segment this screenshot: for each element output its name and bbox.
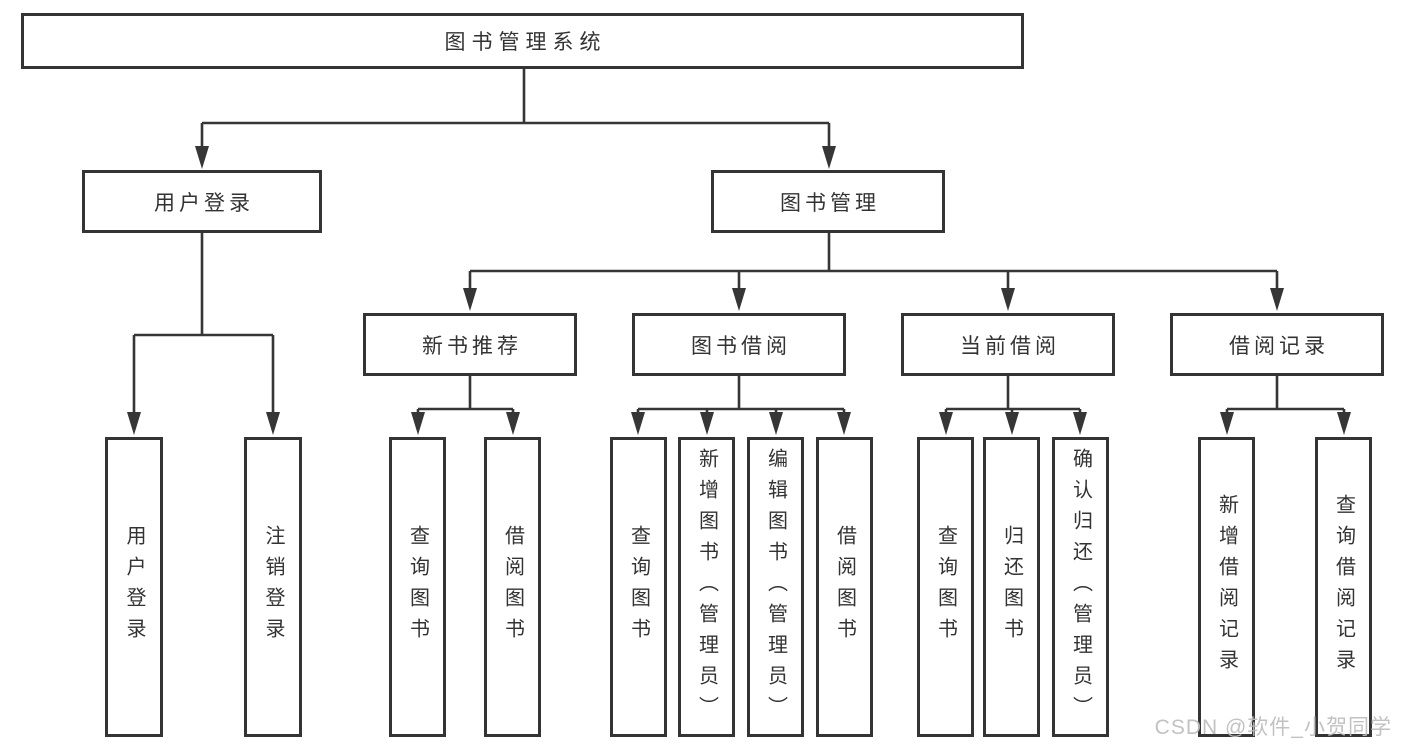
node-library-management-system: 图书管理系统 — [21, 13, 1024, 69]
node-label: 图书借阅 — [691, 334, 791, 358]
leaf-borrow-books-recommendation: 借阅图书 — [484, 437, 541, 737]
leaf-label: 归还图书 — [1000, 525, 1023, 649]
node-current-borrowing: 当前借阅 — [901, 313, 1115, 376]
arrowhead-icon — [769, 412, 783, 435]
leaf-edit-books-admin: 编辑图书（管理员） — [747, 437, 804, 737]
node-label: 用户登录 — [154, 191, 254, 215]
arrowhead-icon — [1001, 288, 1015, 311]
arrowhead-icon — [506, 412, 520, 435]
leaf-label: 新增借阅记录 — [1215, 494, 1238, 680]
leaf-label: 查询图书 — [406, 525, 429, 649]
leaf-add-borrow-record: 新增借阅记录 — [1198, 437, 1255, 737]
leaf-search-books-recommendation: 查询图书 — [389, 437, 446, 737]
leaf-search-books-borrowing: 查询图书 — [610, 437, 667, 737]
arrowhead-icon — [411, 412, 425, 435]
leaf-label: 查询借阅记录 — [1332, 494, 1355, 680]
arrowhead-icon — [266, 412, 280, 435]
arrowhead-icon — [463, 288, 477, 311]
arrowhead-icon — [700, 412, 714, 435]
leaf-label: 查询图书 — [934, 525, 957, 649]
connector-book-management-to-level3 — [463, 233, 1284, 311]
arrowhead-icon — [1270, 288, 1284, 311]
node-label: 图书管理 — [780, 191, 880, 215]
leaf-search-borrow-record: 查询借阅记录 — [1315, 437, 1372, 737]
connector-book-borrowing-branch — [631, 376, 851, 435]
arrowhead-icon — [127, 412, 141, 435]
node-label: 图书管理系统 — [444, 31, 607, 54]
leaf-label: 新增图书（管理员） — [695, 447, 718, 727]
leaf-logout: 注销登录 — [244, 437, 302, 737]
connector-user-login-branch — [127, 233, 280, 435]
leaf-label: 编辑图书（管理员） — [764, 447, 787, 727]
arrowhead-icon — [837, 412, 851, 435]
arrowhead-icon — [1073, 412, 1087, 435]
leaf-return-books: 归还图书 — [983, 437, 1040, 737]
node-label: 新书推荐 — [422, 334, 522, 358]
node-label: 借阅记录 — [1229, 334, 1329, 358]
connector-new-book-recommendation-branch — [411, 376, 520, 435]
leaf-add-books-admin: 新增图书（管理员） — [678, 437, 735, 737]
node-label: 当前借阅 — [960, 334, 1060, 358]
connector-current-borrowing-branch — [939, 376, 1087, 435]
arrowhead-icon — [1220, 412, 1234, 435]
node-borrowing-records: 借阅记录 — [1170, 313, 1384, 376]
arrowhead-icon — [195, 146, 209, 169]
arrowhead-icon — [939, 412, 953, 435]
leaf-label: 用户登录 — [123, 525, 145, 649]
leaf-label: 确认归还（管理员） — [1069, 447, 1092, 727]
arrowhead-icon — [732, 288, 746, 311]
leaf-confirm-return-admin: 确认归还（管理员） — [1052, 437, 1109, 737]
leaf-label: 借阅图书 — [833, 525, 856, 649]
leaf-label: 注销登录 — [262, 525, 284, 649]
connector-root-to-level2 — [195, 69, 836, 169]
leaf-label: 查询图书 — [627, 525, 650, 649]
node-book-borrowing: 图书借阅 — [632, 313, 846, 376]
arrowhead-icon — [631, 412, 645, 435]
arrowhead-icon — [1005, 412, 1019, 435]
leaf-label: 借阅图书 — [501, 525, 524, 649]
leaf-search-books-current: 查询图书 — [917, 437, 974, 737]
node-new-book-recommendation: 新书推荐 — [363, 313, 577, 376]
arrowhead-icon — [1337, 412, 1351, 435]
leaf-borrow-books: 借阅图书 — [816, 437, 873, 737]
node-book-management: 图书管理 — [711, 170, 945, 233]
connector-borrowing-records-branch — [1220, 376, 1351, 435]
arrowhead-icon — [822, 146, 836, 169]
node-user-login: 用户登录 — [82, 170, 322, 233]
leaf-user-login: 用户登录 — [105, 437, 163, 737]
